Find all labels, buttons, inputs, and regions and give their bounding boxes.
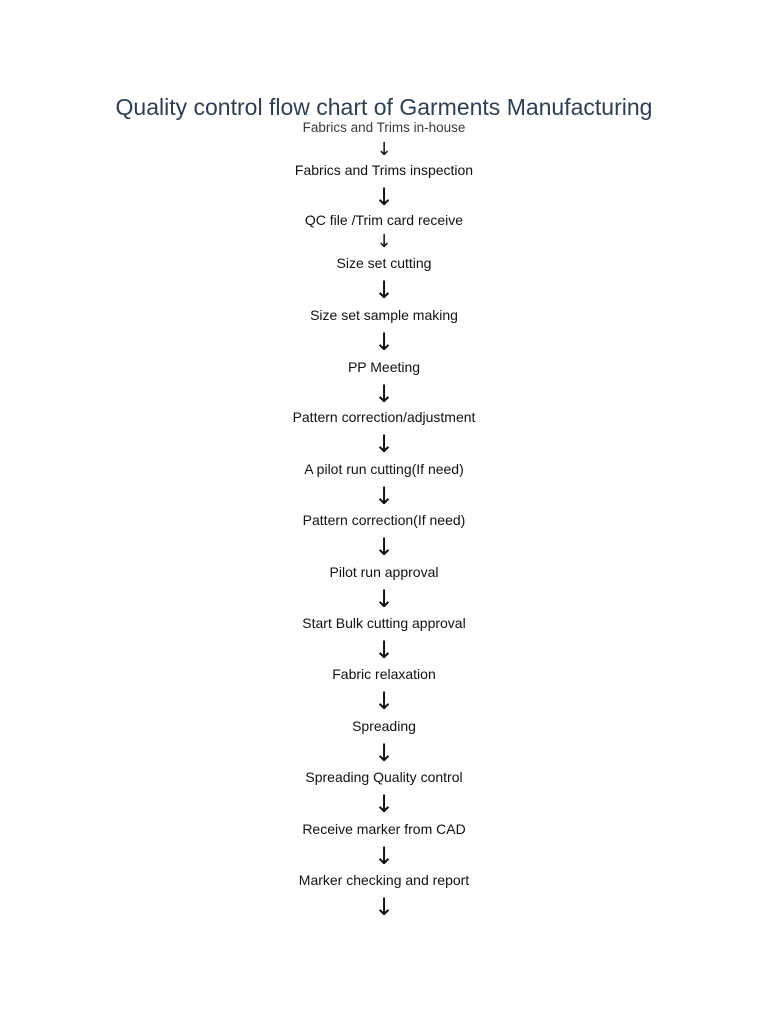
flow-step-6: Pattern correction/adjustment <box>292 409 476 425</box>
down-arrow-icon: ↓ <box>373 739 395 767</box>
flow-step-7: A pilot run cutting(If need) <box>304 461 464 477</box>
flow-step-9: Pilot run approval <box>329 564 439 580</box>
flow-step-14: Receive marker from CAD <box>302 821 466 837</box>
down-arrow-icon: ↓ <box>373 842 395 870</box>
down-arrow-icon: ↓ <box>373 533 395 561</box>
down-arrow-icon: ↓ <box>373 328 395 356</box>
down-arrow-icon: ↓ <box>373 276 395 304</box>
down-arrow-icon: ↓ <box>373 430 395 458</box>
down-arrow-icon: ↓ <box>373 380 395 408</box>
down-arrow-icon: ↓ <box>376 139 392 160</box>
down-arrow-icon: ↓ <box>373 482 395 510</box>
flow-step-3: Size set cutting <box>336 255 432 271</box>
down-arrow-icon: ↓ <box>373 183 395 211</box>
flow-step-15: Marker checking and report <box>298 872 470 888</box>
flow-start-label: Fabrics and Trims in-house <box>302 120 466 135</box>
down-arrow-icon: ↓ <box>376 231 392 252</box>
down-arrow-icon: ↓ <box>373 636 395 664</box>
flow-step-8: Pattern correction(If need) <box>302 512 466 528</box>
flow-step-2: QC file /Trim card receive <box>304 212 464 228</box>
down-arrow-icon: ↓ <box>373 687 395 715</box>
flow-step-4: Size set sample making <box>310 307 458 323</box>
flow-step-1: Fabrics and Trims inspection <box>294 162 474 178</box>
down-arrow-icon: ↓ <box>373 585 395 613</box>
flow-step-11: Fabric relaxation <box>332 666 436 682</box>
flow-step-10: Start Bulk cutting approval <box>302 615 466 631</box>
flow-step-13: Spreading Quality control <box>305 769 463 785</box>
flow-step-12: Spreading <box>352 718 416 734</box>
page-title: Quality control flow chart of Garments M… <box>115 94 653 120</box>
down-arrow-icon: ↓ <box>373 893 395 921</box>
down-arrow-icon: ↓ <box>373 790 395 818</box>
flow-step-5: PP Meeting <box>347 359 421 375</box>
